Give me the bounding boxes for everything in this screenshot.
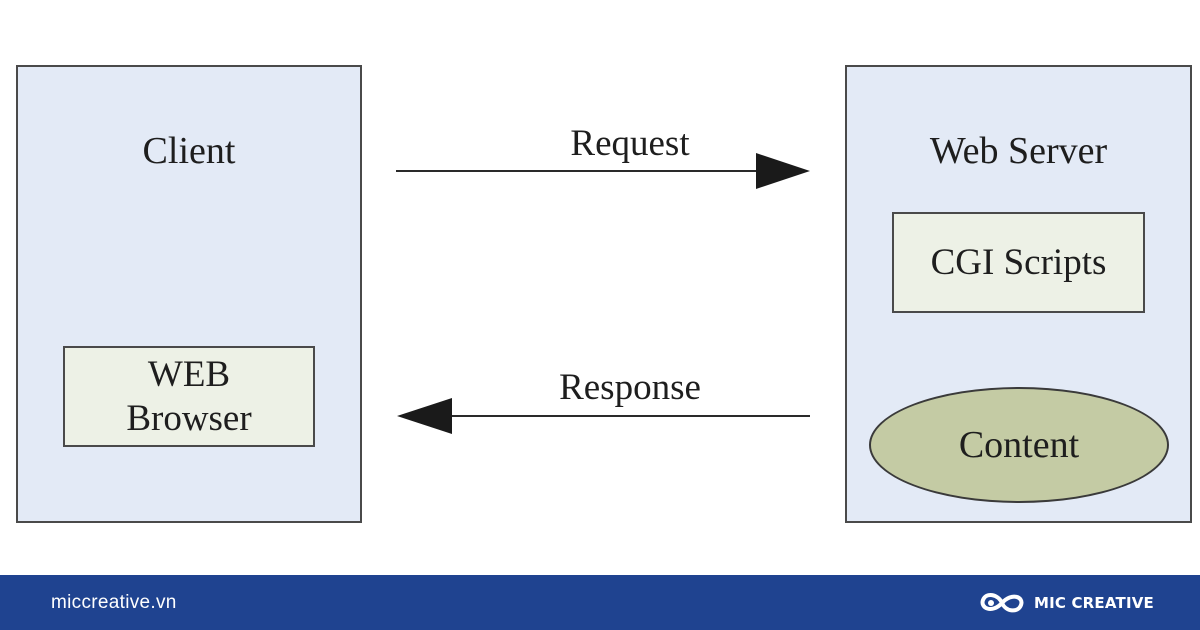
content-ellipse: Content [869,387,1169,503]
cgi-scripts-label: CGI Scripts [930,241,1107,283]
request-arrow [396,153,810,189]
footer-domain-link[interactable]: miccreative.vn [51,591,177,613]
client-panel: Client WEB Browser [16,65,362,523]
response-arrow [397,398,810,434]
content-label: Content [958,424,1080,466]
web-browser-box: WEB Browser [63,346,315,447]
request-label: Request [570,123,690,164]
cgi-scripts-box: CGI Scripts [892,212,1145,313]
browser-label-line1: WEB [147,353,231,395]
brand-name: MIC CREATIVE [1033,593,1154,612]
web-server-title: Web Server [929,130,1108,172]
response-label: Response [559,367,701,408]
browser-label-line2: Browser [126,397,252,439]
web-server-panel: Web Server CGI Scripts Content [845,65,1192,523]
infinity-loop-logo-icon [980,592,1024,612]
client-title: Client [142,130,236,172]
footer-bar: miccreative.vn MIC CREATIVE [0,575,1200,630]
arrows-layer [396,153,810,434]
footer-brand[interactable]: MIC CREATIVE [978,588,1154,618]
